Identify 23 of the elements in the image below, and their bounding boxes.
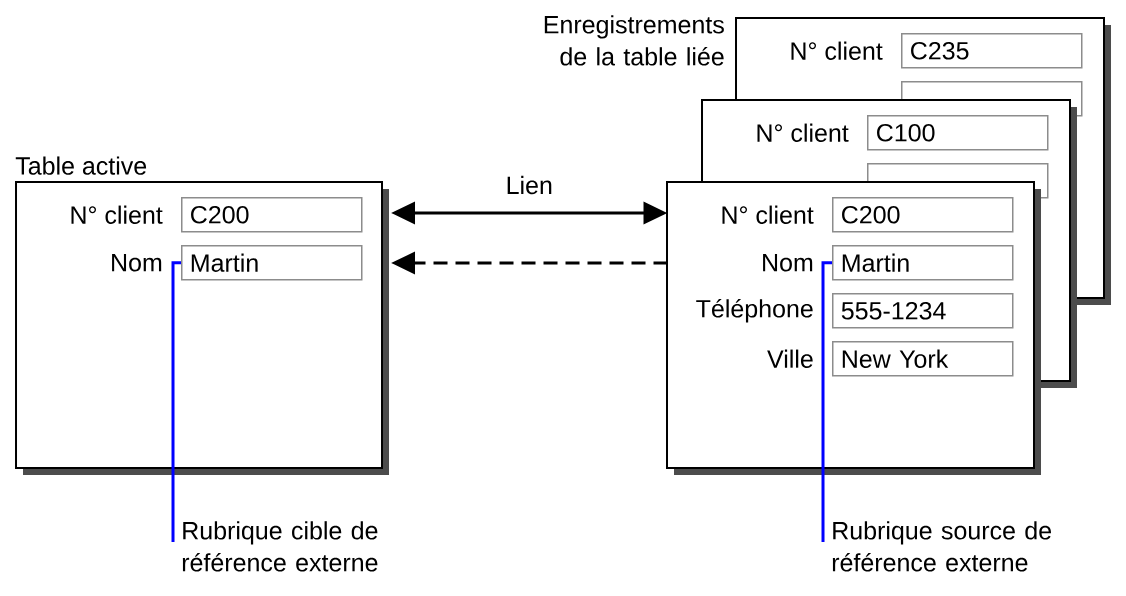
callout-text: Rubrique source de référence externe [832,521,1051,572]
text-field: C200 [832,197,1014,233]
callout-text: Rubrique cible de référence externe [182,521,378,572]
text-field: C200 [181,197,363,233]
edge-label: Lien [503,173,555,197]
leader-line [821,261,832,542]
field-label: N° client [757,123,849,142]
field-label: N° client [791,41,883,60]
text-field: Martin [832,245,1014,281]
card-heading: Enregistrements de la table liée [544,15,724,66]
leader-line [171,261,181,542]
field-label: Ville [767,349,813,368]
field-label: N° client [722,205,814,224]
text-field: Martin [181,245,363,281]
field-label: Nom [112,254,162,272]
text-field: C100 [867,115,1049,151]
text-field: New York [832,341,1014,377]
card-heading: Table active [15,156,147,175]
field-label: Téléphone [696,298,813,323]
text-field: 555-1234 [832,293,1014,329]
field-label: N° client [71,205,163,224]
text-field: C235 [901,33,1083,69]
field-label: Nom [763,254,813,272]
